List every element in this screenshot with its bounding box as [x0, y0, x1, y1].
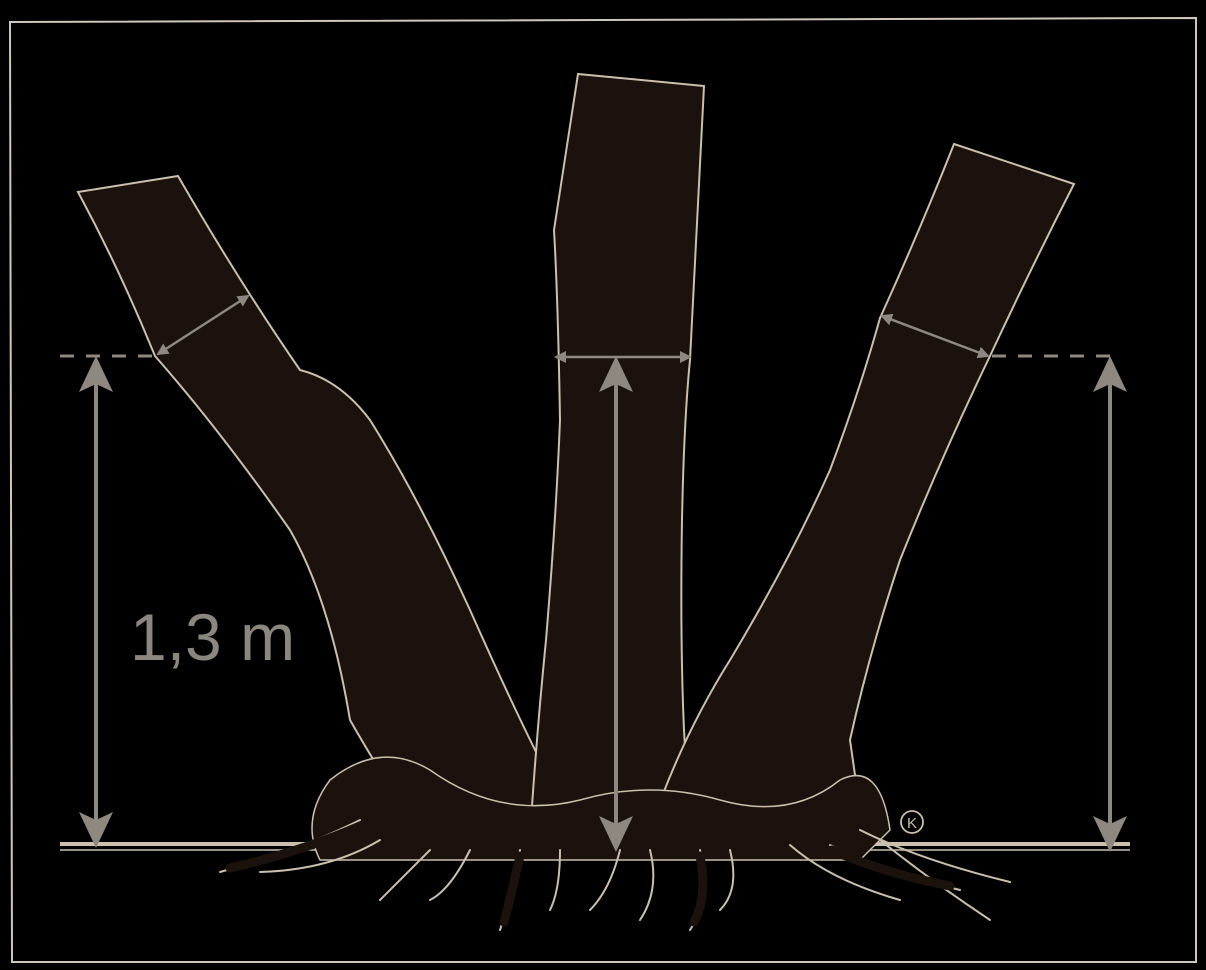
svg-text:K: K	[907, 815, 917, 832]
height-label: 1,3 m	[130, 600, 295, 674]
